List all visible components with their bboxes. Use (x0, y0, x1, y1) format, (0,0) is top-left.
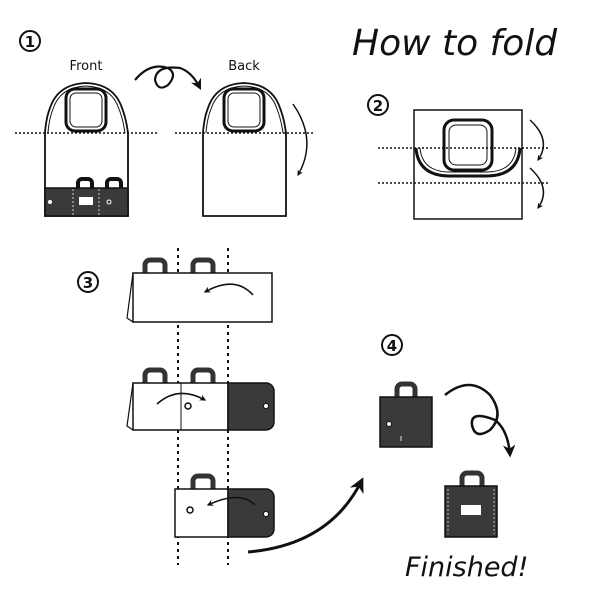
step-3c-strip (174, 473, 275, 538)
fold-arrow-1-icon (529, 119, 545, 161)
step-4-badge: 4 (381, 334, 403, 356)
step-4-number: 4 (387, 337, 397, 355)
step-2-folded-bag (378, 109, 548, 220)
step-3-badge: 3 (77, 271, 99, 293)
back-bag (175, 82, 315, 217)
step-4-folded-pouch (379, 381, 433, 448)
step-1-badge: 1 (19, 30, 41, 52)
attached-pouch (44, 177, 129, 217)
to-step-4-arrow-icon (247, 477, 364, 554)
page-title: How to fold (352, 23, 558, 64)
finished-label: Finished! (405, 552, 528, 583)
finished-pouch (444, 470, 498, 538)
front-bag (15, 82, 157, 217)
step-2-badge: 2 (367, 94, 389, 116)
step-1-number: 1 (25, 33, 35, 51)
fold-arrow-2-icon (529, 167, 545, 209)
front-label: Front (70, 59, 103, 74)
back-label: Back (228, 59, 260, 74)
step-3-number: 3 (83, 274, 93, 292)
fold-down-arrow-icon (292, 103, 308, 177)
step-3a-strip (126, 257, 273, 323)
flip-arrow-icon (134, 65, 201, 90)
step-2-number: 2 (373, 97, 383, 115)
step-3b-strip (126, 367, 275, 431)
turn-inside-out-arrow-icon (444, 383, 516, 458)
